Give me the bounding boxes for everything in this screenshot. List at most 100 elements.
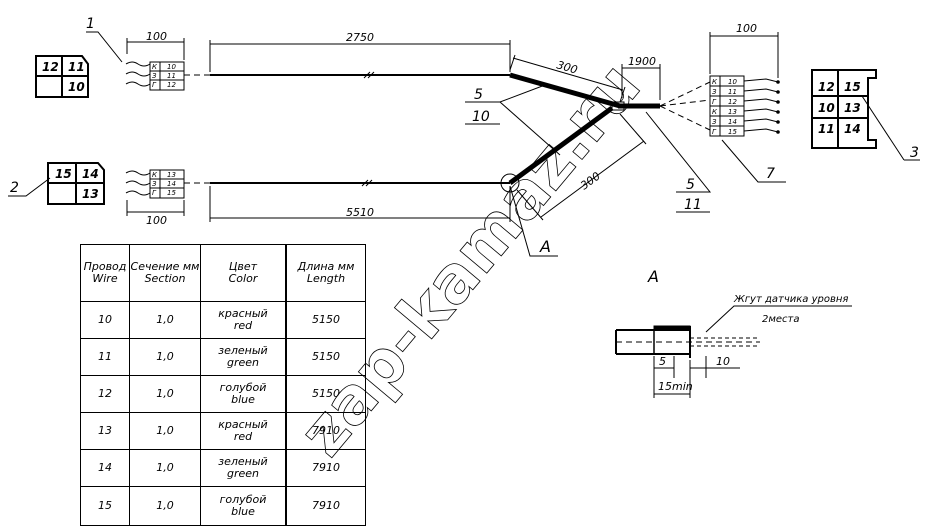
pin-letter: З <box>152 72 157 80</box>
pin-number: 14 <box>167 180 176 188</box>
pin-letter: Г <box>152 81 157 89</box>
dimension-100-bottom: 100 <box>146 214 167 227</box>
terminal-block-right <box>709 75 780 137</box>
pin-number: 10 <box>167 63 176 71</box>
pin-number: 12 <box>728 98 737 106</box>
pin-letter: Г <box>152 189 157 197</box>
color-ru: зеленый <box>218 344 268 357</box>
connector-1-cavity: 11 <box>68 60 85 74</box>
pin-letter: Г <box>712 98 717 106</box>
color-ru: голубой <box>219 381 267 394</box>
dimension-15min: 15min <box>658 380 693 393</box>
dimension-10: 10 <box>716 355 730 368</box>
detail-quantity: 2места <box>762 314 800 325</box>
header-ru: Сечение мм <box>130 260 200 273</box>
callout-5-lower: 5 <box>686 177 695 193</box>
cell-length: 5150 <box>285 338 366 376</box>
pin-number: 15 <box>167 189 176 197</box>
connector-1 <box>35 55 89 98</box>
table-header-row: Провод Wire Сечение мм Section Цвет Colo… <box>80 244 366 302</box>
callout-10: 10 <box>472 109 490 125</box>
connector-3-cavity: 11 <box>818 122 835 136</box>
callout-1: 1 <box>86 16 95 32</box>
cell-wire: 13 <box>80 412 130 450</box>
color-ru: голубой <box>219 493 267 506</box>
pin-number: 15 <box>728 128 737 136</box>
header-color: Цвет Color <box>200 244 287 302</box>
pin-number: 14 <box>728 118 737 126</box>
view-a-marker: A <box>539 237 551 256</box>
cell-length: 7910 <box>285 486 366 526</box>
cell-length: 7910 <box>285 449 366 487</box>
header-wire: Провод Wire <box>80 244 130 302</box>
header-en: Wire <box>92 272 118 285</box>
callout-2: 2 <box>10 180 19 196</box>
detail-a-view <box>615 305 852 398</box>
callout-11: 11 <box>684 197 702 213</box>
connector-2 <box>47 162 105 205</box>
color-en: blue <box>231 393 255 406</box>
cell-length: 7910 <box>285 412 366 450</box>
connector-1-cavity: 10 <box>68 80 85 94</box>
connector-3-cavity: 10 <box>818 101 835 115</box>
wire-table: Провод Wire Сечение мм Section Цвет Colo… <box>80 244 366 526</box>
connector-2-cavity: 13 <box>82 187 99 201</box>
harness-drawing: К 10 З 11 Г 12 К 13 З 14 Г 15 К 10 З 11 … <box>8 16 920 471</box>
cell-section: 1,0 <box>129 449 201 487</box>
connector-3-cavity: 12 <box>818 80 835 94</box>
callout-5-upper: 5 <box>474 87 483 103</box>
pin-letter: Г <box>712 128 717 136</box>
pin-letter: З <box>152 180 157 188</box>
color-en: green <box>226 356 259 369</box>
header-length: Длина мм Length <box>285 244 366 302</box>
pin-letter: К <box>152 171 158 179</box>
pin-number: 12 <box>167 81 176 89</box>
callout-7: 7 <box>766 166 775 182</box>
dimension-5: 5 <box>659 355 666 368</box>
connector-2-cavity: 15 <box>55 167 72 181</box>
cell-length: 5150 <box>285 375 366 413</box>
pin-number: 11 <box>728 88 737 96</box>
terminal-block-top-left <box>125 61 185 91</box>
color-en: red <box>233 430 253 443</box>
header-en: Section <box>144 272 186 285</box>
cell-length: 5150 <box>285 301 366 339</box>
connector-3-cavity: 14 <box>844 122 861 136</box>
dimension-2750: 2750 <box>346 31 374 44</box>
connector-3-cavity: 15 <box>844 80 861 94</box>
pin-letter: З <box>712 88 717 96</box>
pin-number: 11 <box>167 72 176 80</box>
header-en: Length <box>306 272 346 285</box>
cell-section: 1,0 <box>129 375 201 413</box>
terminal-block-bottom-left <box>125 169 185 199</box>
color-en: blue <box>231 505 255 518</box>
connector-3 <box>811 69 877 149</box>
cell-wire: 10 <box>80 301 130 339</box>
callout-3: 3 <box>910 145 919 161</box>
dimension-300-top: 300 <box>555 58 579 76</box>
detail-a-title: A <box>647 267 659 286</box>
header-ru: Длина мм <box>297 260 355 273</box>
color-ru: красный <box>218 307 268 320</box>
header-ru: Провод <box>83 260 127 273</box>
cell-wire: 14 <box>80 449 130 487</box>
pin-number: 13 <box>728 108 737 116</box>
dimension-5510: 5510 <box>346 206 374 219</box>
dimension-100-top: 100 <box>146 30 167 43</box>
pin-letter: З <box>712 118 717 126</box>
connector-3-cavity: 13 <box>844 101 861 115</box>
cell-section: 1,0 <box>129 301 201 339</box>
cell-section: 1,0 <box>129 338 201 376</box>
cell-section: 1,0 <box>129 412 201 450</box>
pin-letter: К <box>712 78 718 86</box>
